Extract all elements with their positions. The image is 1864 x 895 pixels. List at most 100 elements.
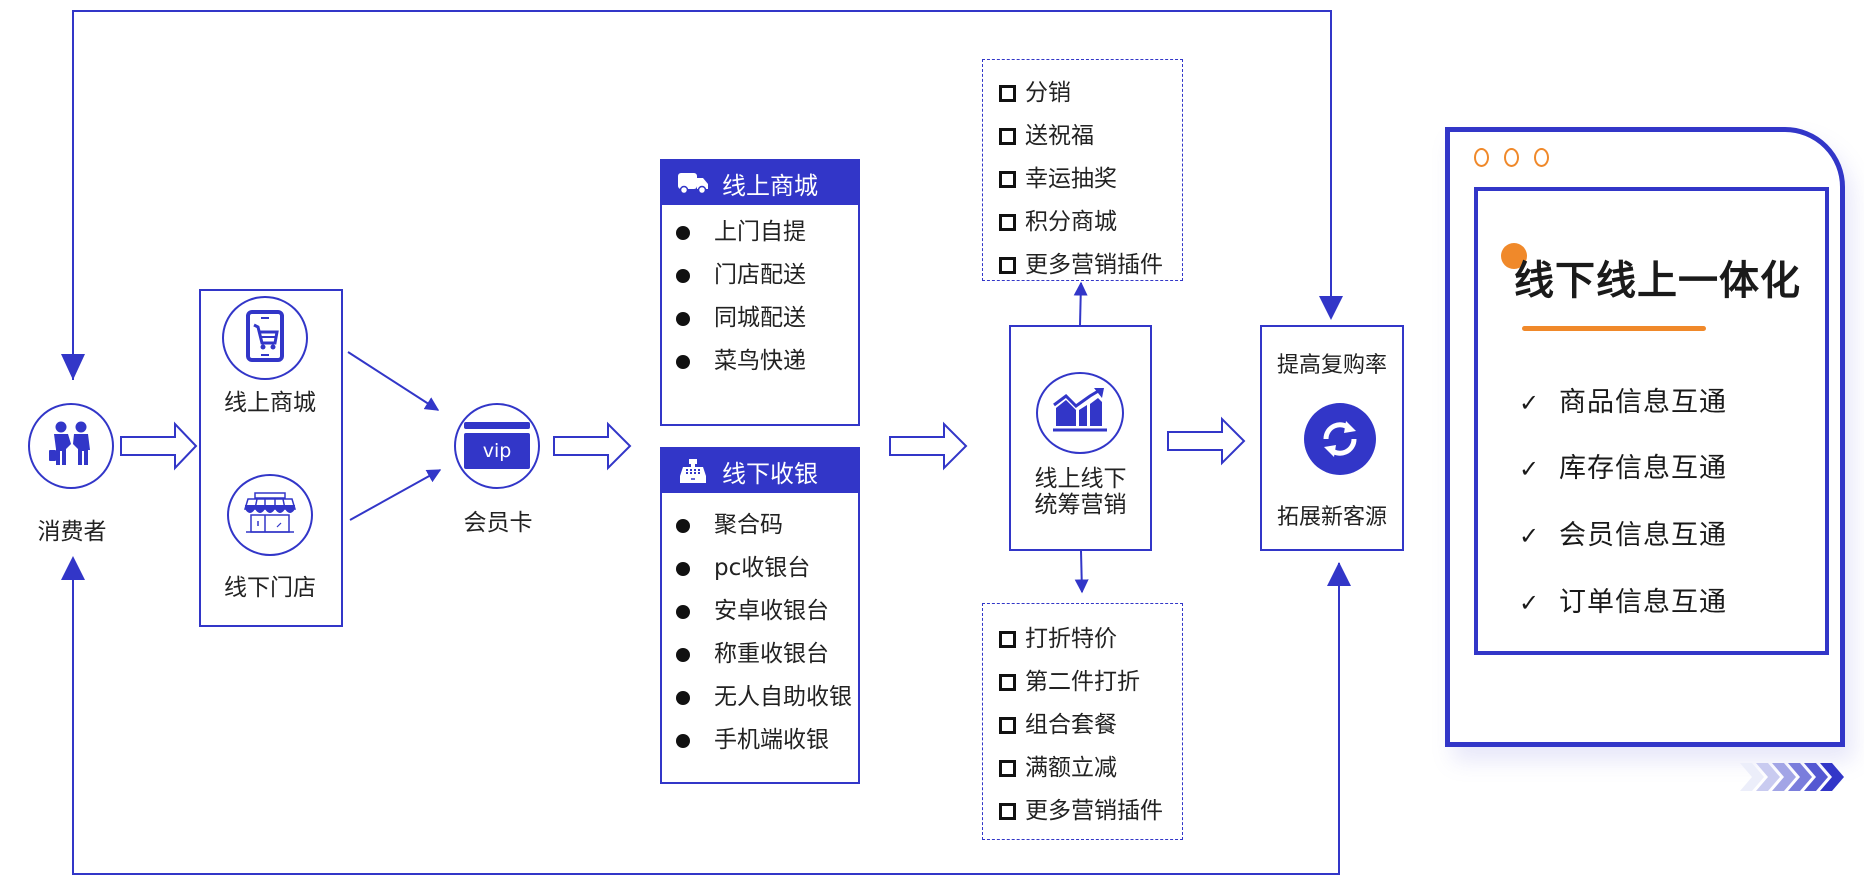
plugin-item: 更多营销插件: [999, 790, 1163, 833]
list-item: pc收银台: [676, 547, 852, 590]
square-bullet-icon: [999, 717, 1016, 734]
offline-cashier-header: 线下收银: [662, 449, 858, 493]
list-item-label: 称重收银台: [714, 641, 829, 667]
summary-card-title: 线下线上一体化: [1514, 258, 1801, 304]
plugin-label: 积分商城: [1025, 209, 1117, 235]
plugin-item: 幸运抽奖: [999, 158, 1163, 201]
list-item: 手机端收银: [676, 719, 852, 762]
bottom-loop-arrowhead-outcome: [1327, 562, 1351, 586]
check-item: ✓会员信息互通: [1519, 513, 1727, 552]
arrow-online-to-card: [347, 351, 440, 411]
window-dot-icon: [1534, 148, 1549, 167]
top-loop-line: [72, 10, 1332, 380]
online-mall-panel: 线上商城 上门自提 门店配送 同城配送 菜鸟快递: [660, 159, 860, 426]
check-icon: ✓: [1519, 389, 1541, 417]
chevrons-decoration-icon: [1740, 763, 1844, 791]
list-item-label: 同城配送: [714, 305, 806, 331]
plugin-label: 满额立减: [1025, 755, 1117, 781]
bullet-icon: [676, 647, 690, 662]
title-underline: [1522, 326, 1706, 331]
check-item: ✓ 商品信息互通: [1519, 380, 1727, 419]
online-channel-label: 线上商城: [224, 390, 316, 416]
list-item-label: 无人自助收银: [714, 684, 852, 710]
bullet-icon: [676, 268, 690, 283]
hollow-arrow-marketing-outcome: [1167, 416, 1246, 466]
truck-icon: [676, 169, 710, 197]
plugin-item: 分销: [999, 72, 1163, 115]
square-bullet-icon: [999, 760, 1016, 777]
consumer-node: [28, 403, 114, 489]
list-item: 无人自助收银: [676, 676, 852, 719]
list-item-label: 聚合码: [714, 512, 783, 538]
plugin-item: 送祝福: [999, 115, 1163, 158]
growth-chart-node: [1036, 372, 1124, 454]
outcome-top-label: 提高复购率: [1276, 353, 1387, 378]
arrow-marketing-to-bottom-plugins: [1074, 550, 1089, 594]
top-plugins-panel: 分销 送祝福 幸运抽奖 积分商城 更多营销插件: [982, 59, 1183, 281]
plugin-item: 打折特价: [999, 618, 1163, 661]
vip-card-text: vip: [464, 433, 530, 469]
check-item-label: 订单信息互通: [1559, 587, 1727, 618]
outcome-panel: 提高复购率 拓展新客源: [1260, 325, 1404, 551]
bullet-icon: [676, 518, 690, 533]
plugin-item: 更多营销插件: [999, 244, 1163, 287]
arrow-marketing-to-top-plugins: [1073, 281, 1088, 326]
hollow-arrow-card-systems: [553, 421, 632, 471]
list-item: 安卓收银台: [676, 590, 852, 633]
offline-channel-label: 线下门店: [224, 575, 316, 601]
list-item: 聚合码: [676, 504, 852, 547]
hollow-arrow-consumer-channels: [120, 421, 198, 471]
list-item: 菜鸟快递: [676, 340, 806, 383]
bullet-icon: [676, 733, 690, 748]
check-item-label: 商品信息互通: [1559, 387, 1727, 418]
bottom-loop-line: [72, 558, 1340, 875]
plugin-item: 积分商城: [999, 201, 1163, 244]
square-bullet-icon: [999, 257, 1016, 274]
plugin-label: 更多营销插件: [1025, 798, 1163, 824]
bottom-plugins-list: 打折特价 第二件打折 组合套餐 满额立减 更多营销插件: [999, 618, 1163, 833]
top-loop-arrowhead-consumer: [61, 354, 85, 380]
window-dot-icon: [1504, 148, 1519, 167]
member-card-node[interactable]: vip: [454, 403, 540, 489]
offline-channel-node[interactable]: [227, 474, 313, 556]
online-channel-node[interactable]: [222, 296, 308, 380]
plugin-label: 送祝福: [1025, 123, 1094, 149]
offline-cashier-list: 聚合码 pc收银台 安卓收银台 称重收银台 无人自助收银 手机端收银: [676, 504, 852, 762]
people-icon: [45, 421, 97, 471]
bottom-loop-arrowhead-consumer: [61, 556, 85, 580]
list-item-label: 门店配送: [714, 262, 806, 288]
square-bullet-icon: [999, 214, 1016, 231]
list-item-label: 手机端收银: [714, 727, 829, 753]
plugin-label: 分销: [1025, 80, 1071, 106]
check-icon: ✓: [1519, 522, 1541, 550]
list-item-label: 安卓收银台: [714, 598, 829, 624]
marketing-label-line2: 统筹营销: [1034, 492, 1127, 518]
list-item: 门店配送: [676, 254, 806, 297]
plugin-label: 更多营销插件: [1025, 252, 1163, 278]
offline-cashier-title: 线下收银: [722, 459, 818, 488]
orange-accent-dot: [1501, 243, 1527, 269]
bottom-plugins-panel: 打折特价 第二件打折 组合套餐 满额立减 更多营销插件: [982, 603, 1183, 840]
check-item: ✓库存信息互通: [1519, 446, 1727, 485]
check-icon: ✓: [1519, 589, 1541, 617]
online-mall-title: 线上商城: [722, 171, 818, 200]
window-dot-icon: [1474, 148, 1489, 167]
outcome-bottom-label: 拓展新客源: [1276, 505, 1387, 530]
plugin-item: 第二件打折: [999, 661, 1163, 704]
plugin-item: 满额立减: [999, 747, 1163, 790]
online-mall-list: 上门自提 门店配送 同城配送 菜鸟快递: [676, 211, 806, 383]
consumer-label: 消费者: [37, 519, 107, 545]
square-bullet-icon: [999, 674, 1016, 691]
list-item-label: 上门自提: [714, 219, 806, 245]
refresh-icon: [1304, 403, 1376, 475]
summary-card-inner: [1474, 187, 1829, 655]
square-bullet-icon: [999, 631, 1016, 648]
bullet-icon: [676, 604, 690, 619]
hollow-arrow-systems-marketing: [889, 421, 968, 471]
square-bullet-icon: [999, 171, 1016, 188]
marketing-panel: 线上线下 统筹营销: [1009, 325, 1152, 551]
tablet-cart-icon: [243, 310, 287, 366]
vip-card-icon: vip: [464, 422, 530, 470]
online-mall-header: 线上商城: [662, 161, 858, 205]
